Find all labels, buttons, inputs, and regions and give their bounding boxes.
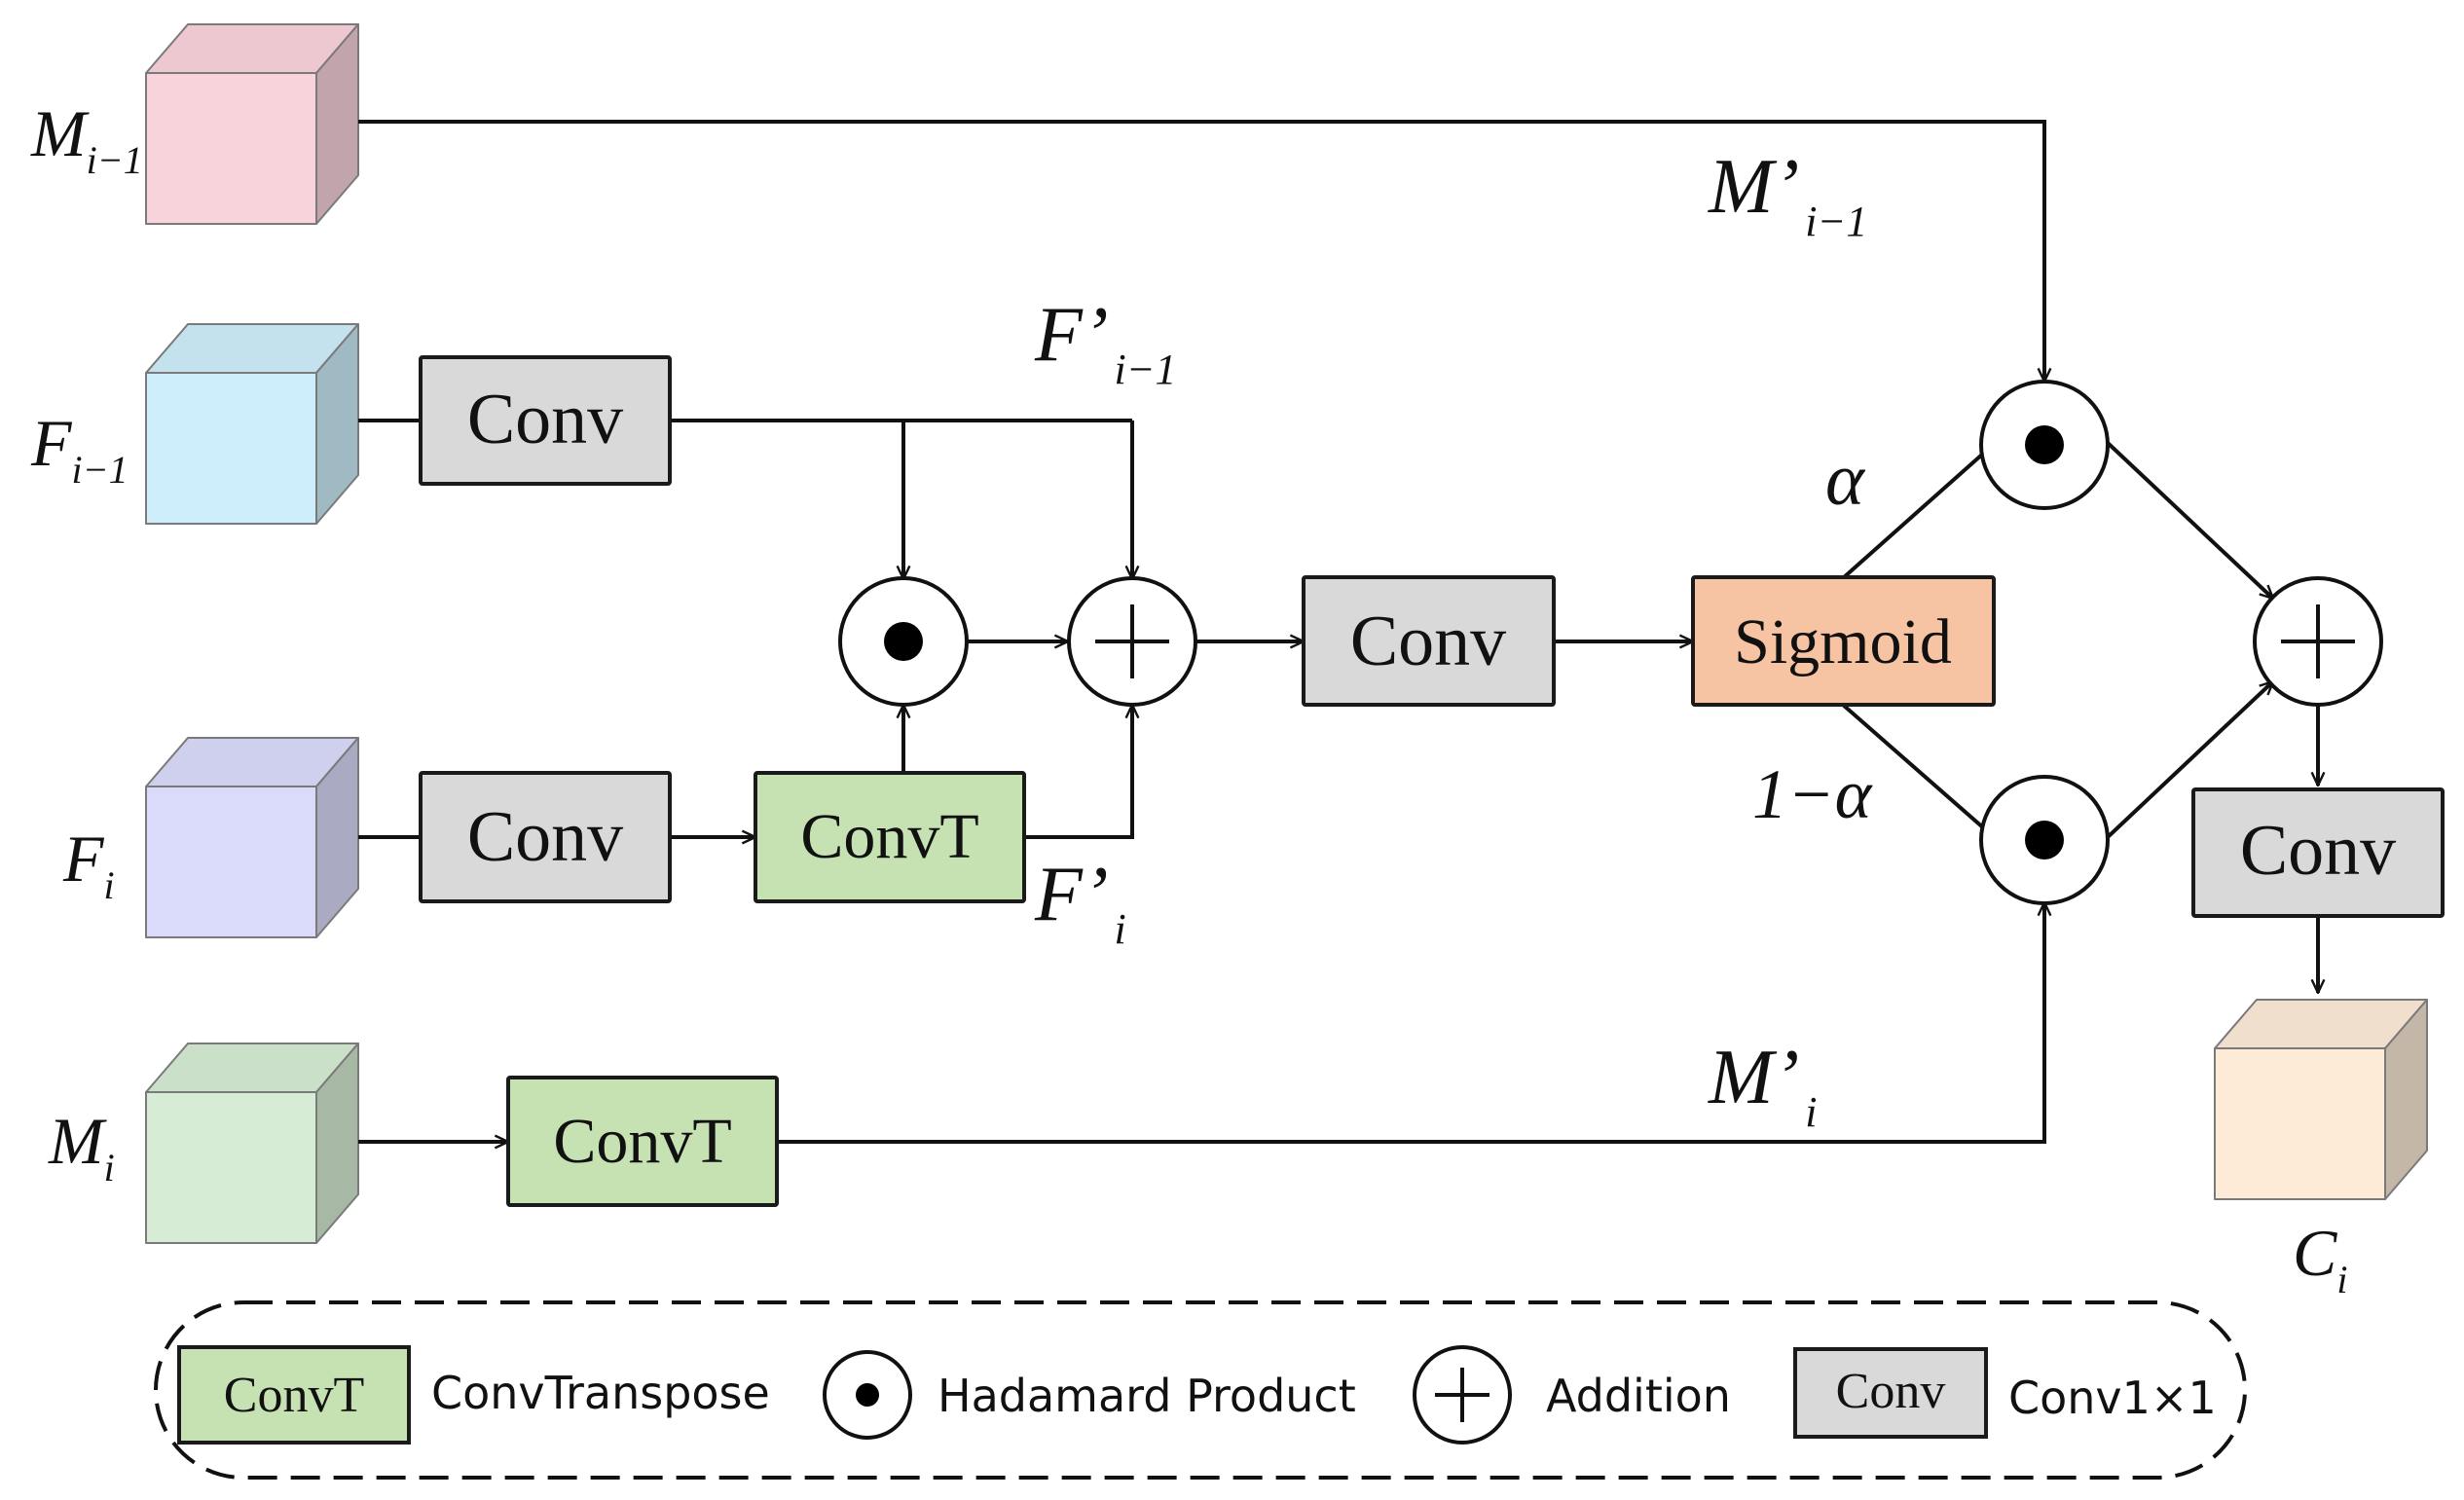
cube-c-front [2214, 1047, 2386, 1200]
legend: ConvT ConvTranspose Hadamard Product Add… [154, 1300, 2247, 1480]
cube-m-cur-front [145, 1091, 317, 1244]
conv-block-mid-label: Conv [467, 797, 623, 877]
convt-block-bottom: ConvT [506, 1076, 779, 1207]
label-m-prev-prime: M’i−1 [1708, 144, 1867, 245]
edge-hadamard-top-to-addition [2106, 441, 2273, 599]
edge-sigmoid-to-hadamard-bottom [1841, 703, 2001, 843]
convt-block-bottom-rect [506, 1076, 779, 1207]
legend-conv-swatch [1793, 1347, 1988, 1439]
hadamard-op-center [838, 576, 969, 707]
edge-convt-to-addition [1024, 705, 1132, 839]
conv-block-mid: Conv [419, 771, 672, 903]
edge-hadamard-bottom-to-addition [2106, 681, 2273, 839]
legend-hadamard-icon-dot [856, 1383, 879, 1407]
conv-block-mid-rect [419, 771, 672, 903]
cube-m-cur [145, 1043, 359, 1244]
label-f-prev-prime: F’i−1 [1034, 292, 1176, 393]
label-f-cur-prime-main: F’ [1034, 852, 1109, 937]
hadamard-op-bottom-dot [2025, 821, 2064, 860]
legend-conv-box-label: Conv [1836, 1364, 1946, 1419]
cube-f-cur-front [145, 786, 317, 938]
cube-c-output [2214, 999, 2428, 1200]
conv-block-top-rect [419, 355, 672, 486]
label-f-prev-prime-main: F’ [1034, 292, 1109, 378]
legend-conv-text: Conv1×1 [2008, 1372, 2217, 1424]
label-c-output: Ci [2293, 1216, 2347, 1301]
label-m-cur-prime-sub: i [1805, 1088, 1817, 1136]
convt-block-bottom-label: ConvT [553, 1106, 731, 1177]
legend-addition-text: Addition [1546, 1370, 1731, 1422]
conv-block-output: Conv [2191, 787, 2445, 918]
conv-block-center: Conv [1302, 575, 1556, 707]
label-f-cur: Fi [62, 822, 115, 907]
label-f-prev-sub: i−1 [72, 448, 129, 492]
label-m-cur-prime: M’i [1708, 1035, 1818, 1136]
label-f-cur-main: F [62, 822, 105, 896]
label-m-prev-prime-main: M’ [1708, 144, 1799, 230]
edge-convt-bottom-to-hadamard-bottom [777, 902, 2044, 1144]
label-m-prev-sub: i−1 [87, 138, 143, 182]
conv-block-output-label: Conv [2240, 811, 2396, 891]
label-f-prev-main: F [30, 406, 73, 480]
edge-m-prev-to-hadamard-top [358, 120, 2044, 382]
hadamard-op-center-dot [884, 622, 923, 661]
cube-m-prev-front [145, 72, 317, 225]
convt-block-mid-rect [754, 771, 1026, 903]
sigmoid-block-rect [1691, 575, 1996, 707]
label-m-cur-main: M [48, 1104, 107, 1178]
label-f-cur-sub: i [104, 863, 115, 907]
legend-convt-text: ConvTranspose [431, 1367, 770, 1419]
conv-block-center-label: Conv [1350, 602, 1506, 681]
conv-block-top: Conv [419, 355, 672, 486]
legend-convt-swatch [177, 1345, 411, 1445]
label-m-prev: Mi−1 [30, 96, 143, 182]
hadamard-op-bottom [1979, 775, 2110, 905]
label-f-prev: Fi−1 [30, 406, 129, 492]
label-f-cur-prime-sub: i [1115, 905, 1126, 953]
label-alpha: α [1825, 439, 1866, 521]
label-m-cur-prime-main: M’ [1708, 1035, 1799, 1120]
cube-m-prev [145, 23, 359, 225]
cube-f-prev-front [145, 372, 317, 525]
conv-block-output-rect [2191, 787, 2445, 918]
sigmoid-block-label: Sigmoid [1734, 606, 1952, 677]
convt-block-mid-label: ConvT [800, 801, 978, 872]
legend-hadamard-text: Hadamard Product [938, 1370, 1356, 1422]
label-c-sub: i [2336, 1258, 2347, 1301]
edge-sigmoid-to-hadamard-top [1841, 438, 2001, 580]
cube-f-cur [145, 737, 359, 938]
label-m-cur-sub: i [104, 1146, 115, 1189]
label-f-cur-prime: F’i [1034, 852, 1126, 953]
cube-f-prev [145, 323, 359, 525]
hadamard-op-top [1979, 380, 2110, 510]
conv-block-top-label: Conv [467, 380, 623, 459]
label-m-prev-prime-sub: i−1 [1805, 198, 1867, 245]
label-c-main: C [2293, 1216, 2337, 1290]
addition-op-right [2253, 576, 2383, 707]
legend-border [154, 1300, 2247, 1480]
hadamard-op-top-dot [2025, 425, 2064, 464]
label-m-cur: Mi [48, 1104, 115, 1189]
convt-block-mid: ConvT [754, 771, 1026, 903]
conv-block-center-rect [1302, 575, 1556, 707]
label-one-minus-alpha: 1−α [1752, 755, 1873, 833]
addition-op-center [1067, 576, 1197, 707]
sigmoid-block: Sigmoid [1691, 575, 1996, 707]
label-m-prev-main: M [30, 96, 90, 170]
label-f-prev-prime-sub: i−1 [1115, 346, 1177, 393]
legend-convt-box-label: ConvT [224, 1368, 364, 1423]
